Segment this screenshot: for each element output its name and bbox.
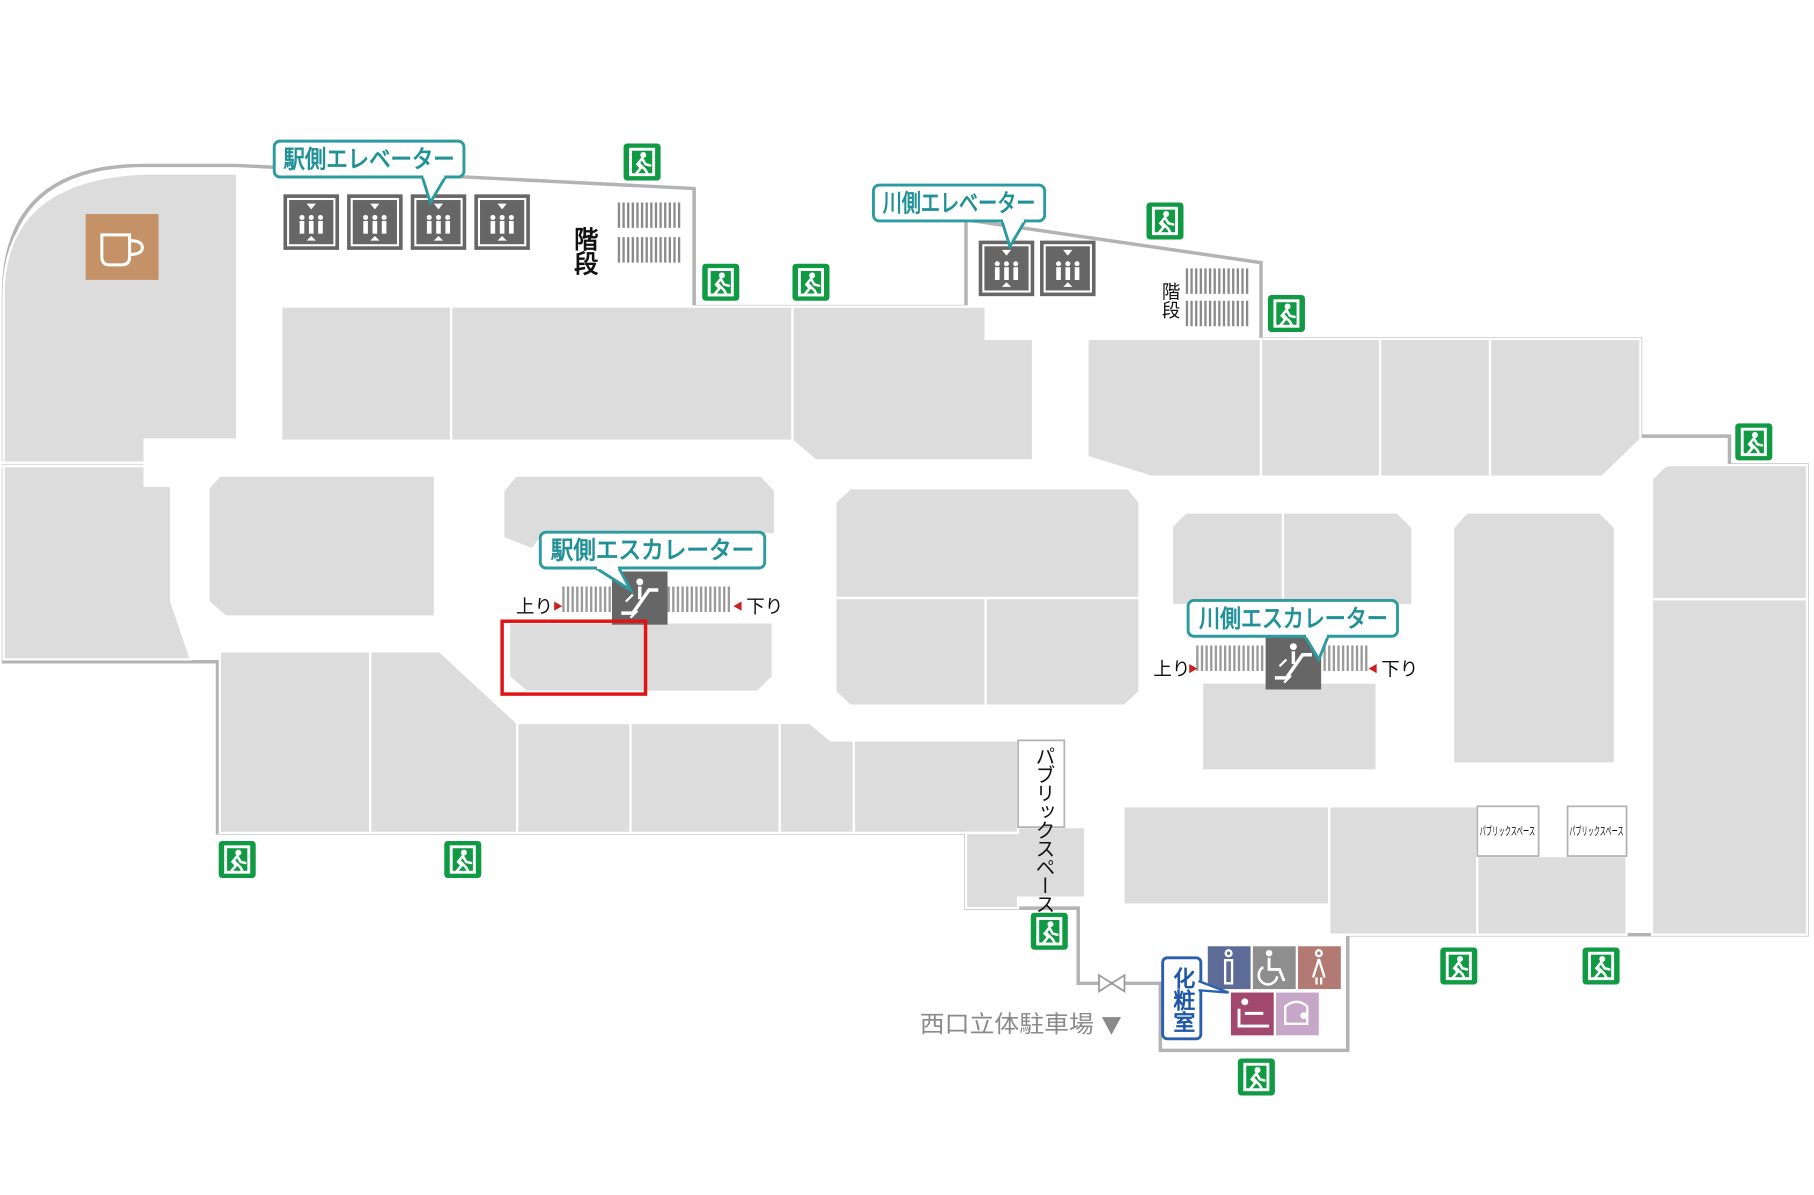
public-space-box xyxy=(1017,739,1066,828)
river-escalator[interactable] xyxy=(1189,634,1377,692)
public-space-label-3: パブリックスペース xyxy=(1569,824,1623,838)
emergency-exit-icon xyxy=(1145,200,1185,241)
powder-room-label: 化粧室 xyxy=(1170,966,1195,1033)
male-restroom-icon[interactable] xyxy=(1207,946,1251,990)
stairs-label-river: 階段 xyxy=(1159,282,1180,319)
callout-station-escalator-text: 駅側エスカレーター xyxy=(551,536,755,565)
emergency-exit-icon xyxy=(1029,911,1070,952)
escalator-up-label: 上り xyxy=(1153,660,1190,681)
emergency-exit-icon xyxy=(622,142,663,182)
callout-powder-room: 化粧室 xyxy=(1161,956,1230,1041)
emergency-exit-icon xyxy=(1236,1057,1277,1097)
elevator-icon[interactable] xyxy=(1038,239,1097,298)
emergency-exit-icon xyxy=(442,839,483,880)
cafe-cup-icon[interactable] xyxy=(85,214,159,280)
stairs-label: 階段 xyxy=(570,227,599,277)
escalator-down-label: 下り xyxy=(746,597,783,618)
shops xyxy=(0,172,1809,936)
nursing-room-icon[interactable] xyxy=(1276,992,1319,1036)
station-escalator[interactable] xyxy=(554,569,742,627)
parking-label[interactable]: 西口立体駐車場 ▼ xyxy=(920,1012,1122,1038)
elevator-icon[interactable] xyxy=(409,193,468,251)
female-restroom-icon[interactable] xyxy=(1298,946,1341,990)
restroom-area[interactable] xyxy=(1207,946,1341,1036)
elevator-icon[interactable] xyxy=(346,193,404,251)
emergency-exit-icon xyxy=(217,839,258,880)
public-space-label: パブリックスペース xyxy=(1032,746,1055,913)
emergency-exit-icon xyxy=(1733,421,1774,462)
elevator-icon[interactable] xyxy=(473,193,531,251)
escalator-down-label: 下り xyxy=(1381,660,1418,681)
elevator-icon[interactable] xyxy=(282,193,341,251)
emergency-exit-icon xyxy=(791,262,831,303)
callout-river-elevator: 川側エレベーター xyxy=(872,183,1047,250)
parking-connector xyxy=(1098,973,1126,993)
callout-station-escalator: 駅側エスカレーター xyxy=(538,530,767,595)
emergency-exit-icon xyxy=(700,262,741,303)
callout-river-elevator-text: 川側エレベーター xyxy=(883,189,1036,218)
emergency-exit-icon xyxy=(1438,945,1479,986)
emergency-exit-icon xyxy=(1266,293,1307,334)
callout-station-elevator: 駅側エレベーター xyxy=(272,139,466,206)
public-space-box-3 xyxy=(1566,805,1628,857)
emergency-exit-icon xyxy=(1581,945,1622,986)
escalator-up-label: 上り xyxy=(516,597,553,618)
callout-station-elevator-text: 駅側エレベーター xyxy=(283,145,454,174)
elevator-icon[interactable] xyxy=(977,239,1036,298)
selected-shop-highlight[interactable] xyxy=(500,619,648,696)
public-space-label-2: パブリックスペース xyxy=(1480,824,1536,838)
public-space-box-2 xyxy=(1476,805,1540,857)
callout-river-escalator-text: 川側エスカレーター xyxy=(1199,604,1388,633)
callout-river-escalator: 川側エスカレーター xyxy=(1186,598,1399,663)
